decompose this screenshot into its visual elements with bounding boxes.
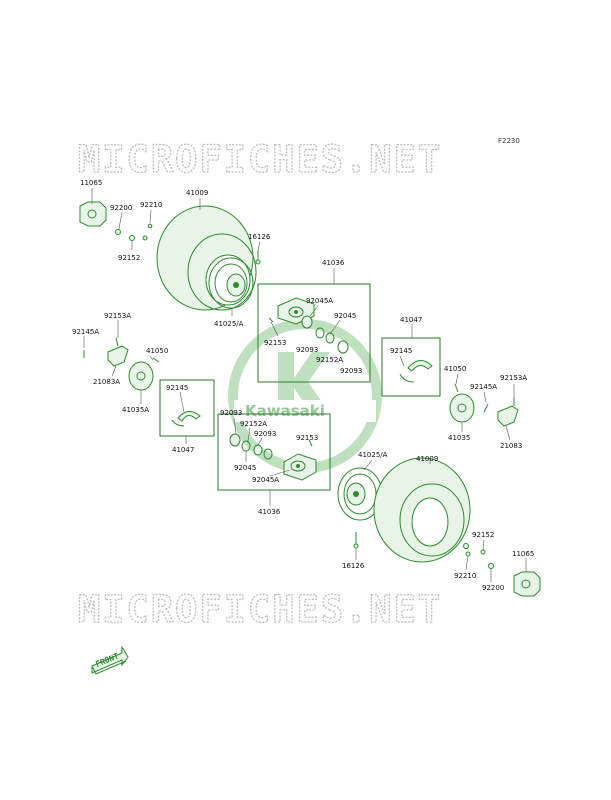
label-11065-right: 11065 [512,550,534,558]
label-92152-right: 92152 [472,531,494,539]
hub-assembly-box-top [257,283,371,383]
label-41009-right: 41009 [416,455,438,463]
label-92145a-left: 92145A [72,328,99,336]
label-41050-right: 41050 [444,365,466,373]
valve-stem-left [255,250,261,265]
label-21083a-left: 21083A [93,378,120,386]
label-41036-bot: 41036 [258,508,281,516]
label-41009-left: 41009 [186,189,208,197]
hub-lower [283,453,317,481]
label-92145-right: 92145 [390,347,412,355]
label-41025a-left: 41025/A [214,320,244,328]
figure-code: F2230 [498,137,520,145]
brake-drum-right [449,383,489,423]
label-11065-left: 11065 [80,179,102,187]
label-92045a-top: 92045A [306,297,333,305]
label-92153a-right: 92153A [500,374,527,382]
label-92145-left: 92145 [166,384,188,392]
label-92200-right: 92200 [482,584,504,592]
brand-name: Kawasaki [245,402,325,420]
knuckle-right [497,398,519,427]
label-21083-right: 21083 [500,442,522,450]
label-92152a-bot: 92152A [240,420,267,428]
label-41047-left: 41047 [172,446,194,454]
label-92093-bot2: 92093 [254,430,276,438]
stud-upper [268,317,274,323]
label-41047-right: 41047 [400,316,422,324]
washer-nut-set-right [463,543,494,569]
label-92152-left: 92152 [118,254,140,262]
bearing-set-upper [301,315,349,354]
rim-left [208,257,254,309]
label-41050-left: 41050 [146,347,168,355]
hub-cap-right [513,571,541,597]
knuckle-left [83,337,129,367]
watermark-top: MICROFICHES.NET [78,138,442,181]
label-92153-top: 92153 [264,339,286,347]
label-92153-bot: 92153 [296,434,318,442]
bearing-set-lower [229,433,273,460]
label-41036-top: 41036 [322,259,345,267]
label-41035-right: 41035 [448,434,470,442]
label-92200-left: 92200 [110,204,132,212]
label-92045-top: 92045 [334,312,356,320]
washer-nut-set-left [115,223,153,241]
label-16126-left: 16126 [248,233,271,241]
label-41035a-left: 41035A [122,406,149,414]
label-92093-top2: 92093 [340,367,362,375]
label-92152a-top: 92152A [316,356,343,364]
label-92045a-bot: 92045A [252,476,279,484]
brake-shoe-left [171,411,201,427]
label-92153a-left: 92153A [104,312,131,320]
label-92093-top: 92093 [296,346,318,354]
label-41025a-right: 41025/A [358,451,388,459]
label-92093-bot: 92093 [220,409,242,417]
tire-right [373,457,471,563]
hub-cap-left [79,201,107,227]
label-92045-bot: 92045 [234,464,256,472]
stud-lower [308,439,313,447]
front-arrow-icon [91,645,129,675]
brake-shoe-box-left [159,379,215,437]
watermark-bottom: MICROFICHES.NET [78,588,442,631]
brake-shoe-right [399,360,433,383]
brake-shoe-box-right [381,337,441,397]
brake-drum-left [128,357,160,391]
label-92145a-right: 92145A [470,383,497,391]
leader-lines [83,188,527,582]
valve-stem-right [353,532,359,549]
label-16126-right: 16126 [342,562,365,570]
rim-right [337,467,383,521]
label-92210-right: 92210 [454,572,476,580]
hub-assembly-box-bottom [217,413,331,491]
label-92210-left: 92210 [140,201,162,209]
